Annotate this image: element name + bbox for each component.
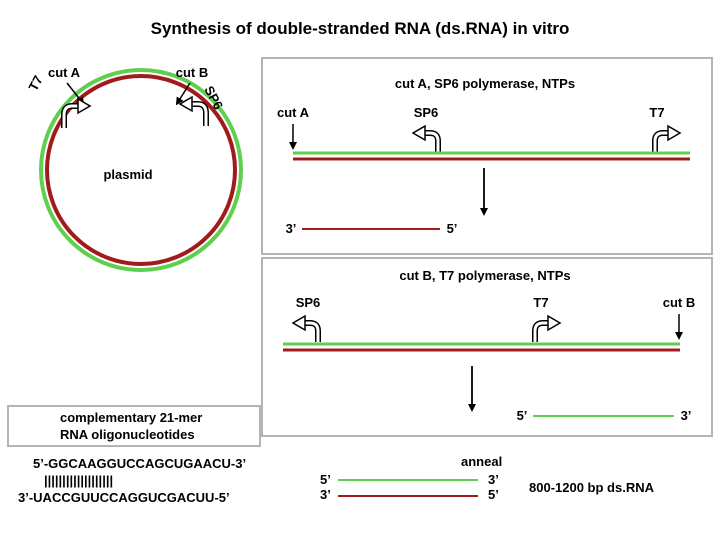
anneal-left-5: 5’ bbox=[320, 472, 331, 487]
anneal-result-label: 800-1200 bp ds.RNA bbox=[529, 480, 655, 495]
panel-t7-t7-label: T7 bbox=[533, 295, 548, 310]
anneal-label: anneal bbox=[461, 454, 502, 469]
plasmid-sp6-promoter-icon bbox=[178, 95, 193, 113]
oligo-caption-line2: RNA oligonucleotides bbox=[60, 427, 195, 442]
oligo-sequence-bottom: 3’-UACCGUUCCAGGUCGACUU-5’ bbox=[18, 490, 230, 505]
anneal-right-5: 5’ bbox=[488, 487, 499, 502]
panel-sp6-product-3-end: 3’ bbox=[286, 221, 297, 236]
plasmid-group: plasmid cut A cut B T7 SP6 bbox=[25, 65, 243, 272]
oligo-box-border bbox=[7, 405, 261, 447]
plasmid-label: plasmid bbox=[103, 167, 152, 182]
plasmid-cut-a-arrow bbox=[66, 82, 85, 106]
panel-sp6-t7-label: T7 bbox=[649, 105, 664, 120]
panel-sp6-border bbox=[261, 57, 713, 255]
panel-t7-promoter-icon bbox=[547, 314, 562, 332]
oligo-box: complementary 21-mer RNA oligonucleotide… bbox=[7, 405, 261, 447]
anneal-group: anneal 5’ 3’ 3’ 5’ 800-1200 bp ds.RNA bbox=[320, 454, 655, 502]
panel-sp6-cut-a-label: cut A bbox=[277, 105, 310, 120]
panel-t7-product-3-end: 3’ bbox=[681, 408, 692, 423]
plasmid-inner-strand bbox=[45, 74, 237, 266]
panel-sp6-heading: cut A, SP6 polymerase, NTPs bbox=[395, 76, 575, 91]
panel-t7-sp6-label: SP6 bbox=[296, 295, 321, 310]
oligo-sequence-top: 5’-GGCAAGGUCCAGCUGAACU-3’ bbox=[33, 456, 246, 471]
plasmid-cut-a-label: cut A bbox=[48, 65, 81, 80]
panel-sp6-promoter-icon bbox=[411, 124, 426, 142]
plasmid-outer-strand bbox=[39, 68, 243, 272]
plasmid-t7-label: T7 bbox=[25, 73, 45, 93]
panel-t7-sp6-promoter-icon bbox=[291, 314, 306, 332]
plasmid-t7-promoter-icon bbox=[77, 97, 92, 115]
plasmid-cut-b-label: cut B bbox=[176, 65, 209, 80]
panel-sp6-product-5-end: 5’ bbox=[447, 221, 458, 236]
anneal-right-3: 3’ bbox=[488, 472, 499, 487]
panel-sp6-reaction: cut A, SP6 polymerase, NTPs cut A SP6 T7… bbox=[261, 57, 713, 255]
page-title: Synthesis of double-stranded RNA (ds.RNA… bbox=[151, 19, 570, 38]
plasmid-cut-b-arrow bbox=[175, 82, 191, 106]
panel-t7-reaction: cut B, T7 polymerase, NTPs SP6 T7 cut B … bbox=[261, 257, 713, 437]
panel-t7-cut-b-label: cut B bbox=[663, 295, 696, 310]
panel-sp6-t7-promoter-icon bbox=[667, 124, 682, 142]
anneal-left-3: 3’ bbox=[320, 487, 331, 502]
panel-t7-heading: cut B, T7 polymerase, NTPs bbox=[399, 268, 570, 283]
panel-sp6-sp6-label: SP6 bbox=[414, 105, 439, 120]
panel-t7-border bbox=[261, 257, 713, 437]
oligo-base-pairs: ||||||||||||||||||| bbox=[44, 473, 113, 488]
oligo-caption-line1: complementary 21-mer bbox=[60, 410, 202, 425]
panel-t7-product-5-end: 5’ bbox=[517, 408, 528, 423]
